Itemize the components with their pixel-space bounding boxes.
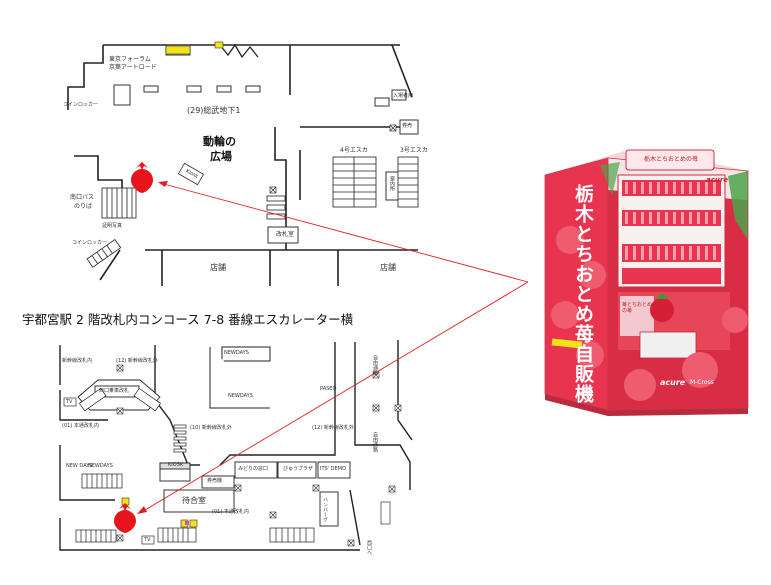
location-caption: 宇都宮駅 2 階改札内コンコース 7-8 番線エスカレーター横: [22, 312, 354, 327]
label-main-gate-in: (01) 本通改札内: [62, 423, 99, 429]
label-pass: PASEO: [320, 386, 337, 392]
small-boxes-bottom: [63, 397, 391, 545]
escalator-4: [332, 156, 377, 208]
escalator-bottom-3: [157, 527, 197, 543]
label-right-mid: 入場者用: [393, 93, 414, 99]
pillar-symbols-bottom: [116, 364, 402, 547]
kiosk-box: [177, 162, 205, 186]
label-free-passage-2: 自由通路: [372, 432, 378, 452]
label-view-plaza: びゅうプラザ: [283, 466, 313, 472]
label-shop-1: 店舗: [210, 263, 226, 272]
label-west-gate: 西口乗車改札: [99, 388, 130, 394]
label-shinkansen-gate-in-2: (10) 新幹線改札外: [190, 425, 232, 431]
arrow-head-top: [158, 181, 168, 187]
label-bicycle-plaza-1: 動輪の: [203, 135, 236, 148]
label-ticket-machines: 券売機: [207, 478, 223, 484]
vm-panel-text: 苺とちおとめの苺: [622, 302, 653, 314]
label-bicycle-plaza-2: 広場: [210, 150, 232, 163]
label-newdays-2: NEWDAYS: [88, 463, 113, 469]
label-shinkansen-gate-out: (12) 新幹線改札外: [116, 358, 158, 364]
vm-brand-sub: M-Cross: [690, 379, 714, 386]
label-midori: みどりの窓口: [238, 466, 269, 472]
label-mid-pillar: 案内所: [389, 176, 395, 191]
label-tv: TV: [66, 399, 73, 405]
label-nishiguchi: 西口へ: [366, 540, 372, 555]
bottle-marks: [625, 182, 716, 260]
pink-marker: [185, 521, 189, 525]
vm-top-banner: [625, 149, 715, 171]
escalator-3: [397, 156, 419, 208]
label-keihin-art-road: 京葉アートロード: [109, 64, 157, 71]
yellow-marker-5: [189, 519, 198, 528]
arrow-head-bottom: [137, 506, 147, 514]
label-coin-locker-2: コインロッカー: [72, 240, 108, 246]
vm-vertical-title: 栃木とちおとめ苺自販機: [572, 184, 594, 404]
label-ticket-office: 改札室: [276, 231, 295, 238]
vm-brand-top: acure: [706, 176, 729, 184]
label-main-gate-in-2: (01) 本通改札内: [212, 509, 249, 515]
stairs-diagonal: [86, 238, 122, 268]
label-waiting-room: 待合室: [182, 496, 206, 505]
connector-lines: [139, 182, 529, 514]
label-shinkansen-gate-out-2: (12) 新幹線改札外: [312, 425, 354, 431]
label-coin-locker-1: コインロッカー: [63, 102, 99, 108]
label-shinkansen-gate-in: 新幹線改札内: [62, 358, 93, 364]
label-newday-s: NEW DAYS: [66, 463, 93, 469]
strawberry-marker-bottom: [114, 503, 136, 533]
escalator-bottom-1: [81, 473, 123, 489]
label-right-top: 券売: [402, 123, 413, 129]
label-esc-4: 4号エスカ: [340, 147, 368, 154]
west-gate-shape: [77, 379, 161, 411]
yellow-marker-1: [165, 45, 191, 55]
label-tokyo-forum: 東京フォーラム: [109, 56, 151, 63]
strawberry-marker-top: [131, 162, 153, 193]
escalator-bottom-2: [75, 529, 117, 543]
vm-brand-bottom: acure: [660, 378, 686, 387]
label-its-demo: ITS' DEMO: [320, 466, 346, 472]
bottom-map-walls: [59, 340, 413, 551]
top-map-boxes: [113, 44, 419, 244]
label-sobu-underground: (29)総武地下1: [187, 106, 241, 115]
yellow-marker-2: [214, 41, 224, 49]
label-south-bus-1: 南口バス: [70, 194, 95, 201]
stairs-bottom-left: [78, 387, 162, 412]
newdays-top-box: [209, 346, 271, 409]
label-tv2: TV: [144, 537, 151, 543]
shop-row: [159, 461, 351, 527]
gate-column-bottom: [173, 424, 187, 453]
top-map-walls: [67, 44, 418, 286]
stairs-south: [101, 187, 137, 219]
product-rows: [622, 180, 721, 284]
label-kiosk-b: KIOSK: [168, 462, 184, 468]
label-free-passage-1: 自由通路: [372, 355, 378, 375]
pillar-symbols: [269, 124, 397, 194]
escalator-bottom-4: [269, 527, 315, 543]
label-newdays-mid: NEWDAYS: [228, 393, 253, 399]
label-shop-2: 店舗: [380, 263, 396, 272]
top-map-zigzag: [219, 43, 259, 59]
vm-banner-text: 栃木とちおとめの苺: [643, 156, 698, 163]
label-lighting: 証明写真: [102, 223, 123, 229]
label-hamburger: ハンバーグ: [322, 497, 328, 522]
label-esc-3: 3号エスカ: [400, 147, 428, 154]
label-newdays-top: NEWDAYS: [224, 350, 249, 356]
label-south-bus-2: のりば: [74, 203, 93, 210]
